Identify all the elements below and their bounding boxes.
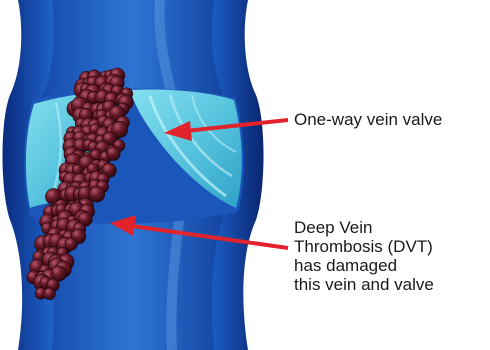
dvt-label-line-3: has damaged: [294, 256, 434, 275]
valve-label: One-way vein valve: [294, 110, 442, 129]
dvt-label-line-4: this vein and valve: [294, 275, 434, 294]
dvt-label: Deep Vein Thrombosis (DVT) has damaged t…: [294, 218, 434, 294]
dvt-label-line-2: Thrombosis (DVT): [294, 237, 434, 256]
dvt-label-line-1: Deep Vein: [294, 218, 434, 237]
